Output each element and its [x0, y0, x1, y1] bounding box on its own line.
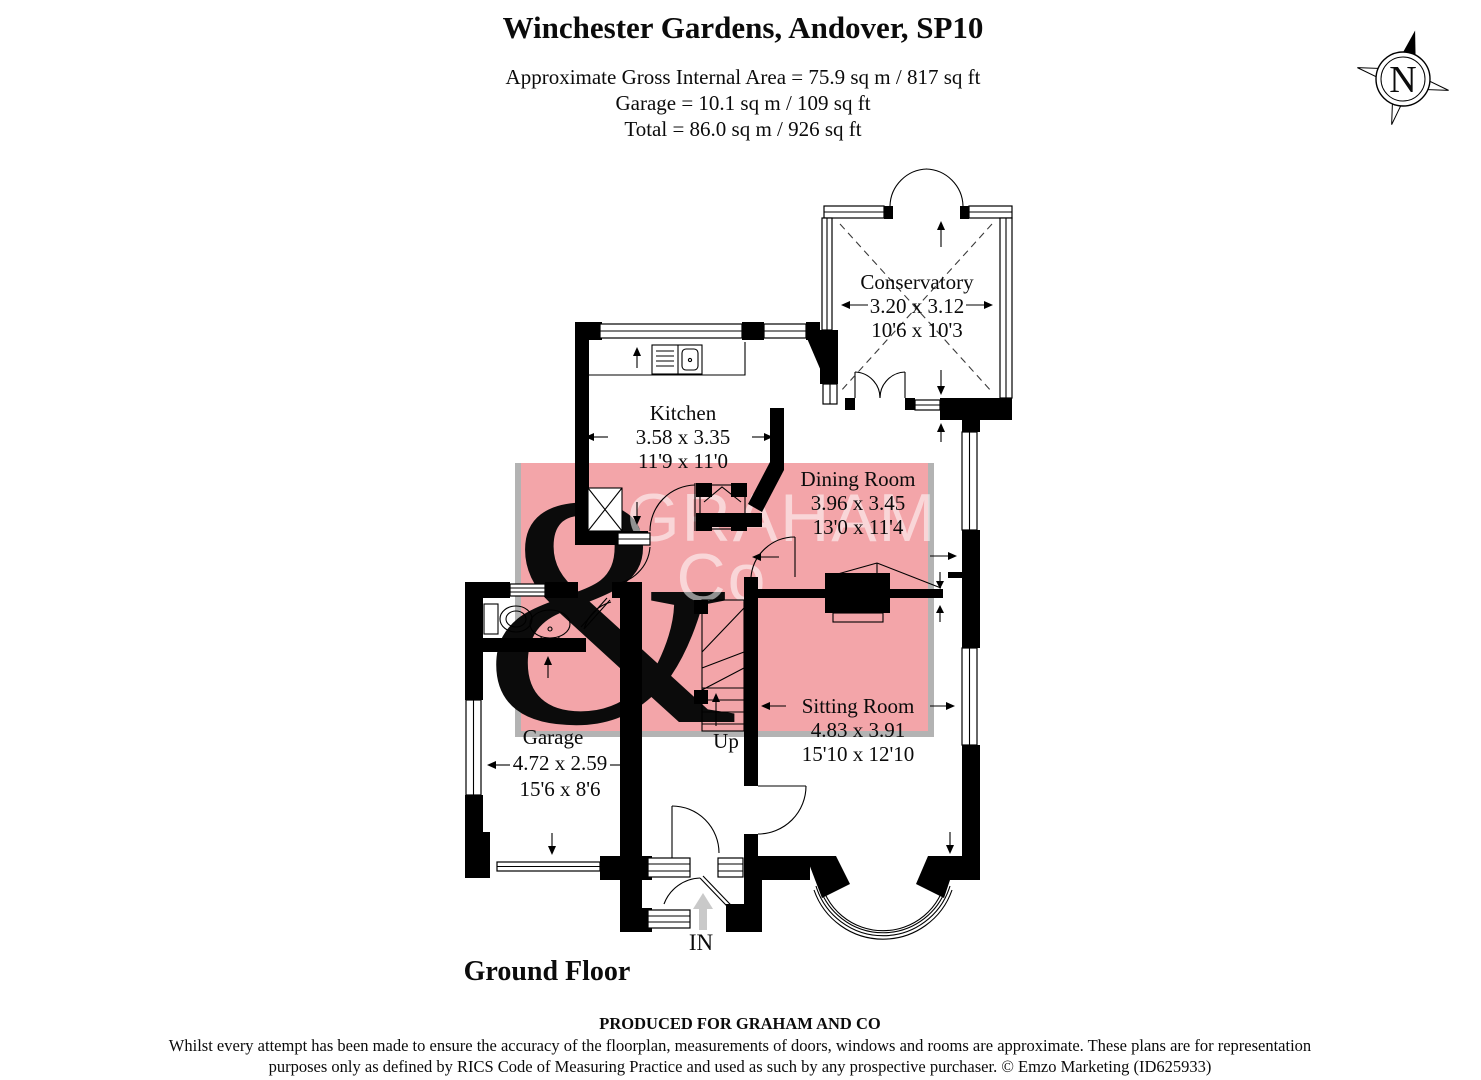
hearth — [832, 612, 884, 623]
kitchen-sink — [651, 344, 703, 375]
garage-label: Garage 4.72 x 2.59 15'6 x 8'6 — [513, 725, 608, 801]
kitchen-unit — [587, 487, 623, 532]
bay-window — [813, 877, 953, 940]
dining-room-label: Dining Room 3.96 x 3.45 13'0 x 11'4 — [801, 467, 916, 539]
room-imperial: 13'0 x 11'4 — [813, 515, 904, 539]
conservatory-french-doors — [889, 168, 964, 207]
entrance-arrow-icon — [693, 893, 713, 930]
basin — [529, 609, 571, 649]
area-summary-line: Approximate Gross Internal Area = 75.9 s… — [506, 65, 981, 89]
room-imperial: 11'9 x 11'0 — [638, 449, 728, 473]
footer-disclaimer-2: purposes only as defined by RICS Code of… — [269, 1057, 1212, 1076]
lobby-door — [611, 546, 651, 585]
kitchen-window-2 — [763, 323, 807, 339]
opening-beam-lines — [826, 562, 942, 589]
room-metric: 4.72 x 2.59 — [513, 751, 608, 775]
porch-window-bottom — [647, 909, 691, 929]
fixtures — [483, 223, 993, 732]
room-metric: 3.20 x 3.12 — [870, 294, 965, 318]
stairs-up-label: Up — [713, 729, 739, 753]
room-name: Garage — [523, 725, 584, 749]
total-area-line: Total = 86.0 sq m / 926 sq ft — [624, 117, 861, 141]
garage-area-line: Garage = 10.1 sq m / 109 sq ft — [615, 91, 870, 115]
lobby-window — [617, 532, 651, 546]
conservatory-glazing — [821, 205, 1013, 411]
toilet — [483, 603, 533, 635]
doors — [580, 168, 964, 929]
staircase — [701, 599, 745, 732]
footer-produced-for: PRODUCED FOR GRAHAM AND CO — [599, 1014, 881, 1033]
windows — [465, 205, 1013, 929]
footer-disclaimer-1: Whilst every attempt has been made to en… — [169, 1036, 1311, 1055]
page-title: Winchester Gardens, Andover, SP10 — [503, 10, 984, 45]
compass-north-letter: N — [1389, 59, 1416, 101]
room-metric: 3.96 x 3.45 — [811, 491, 906, 515]
room-name: Dining Room — [801, 467, 916, 491]
room-name: Sitting Room — [802, 694, 915, 718]
north-compass-icon: N — [1357, 30, 1449, 125]
conservatory-roof-lines — [839, 223, 993, 393]
kitchen-window — [599, 323, 743, 339]
sitting-room-door — [757, 785, 807, 835]
room-labels: Conservatory 3.20 x 3.12 10'6 x 10'3 Kit… — [464, 270, 974, 987]
room-imperial: 15'6 x 8'6 — [519, 777, 600, 801]
room-name: Kitchen — [650, 401, 717, 425]
walls — [465, 206, 1012, 932]
front-door — [663, 875, 752, 929]
inner-front-door — [671, 805, 720, 858]
porch-window-left — [647, 857, 691, 878]
kitchen-label: Kitchen 3.58 x 3.35 11'9 x 11'0 — [636, 401, 731, 473]
dining-door — [750, 536, 796, 578]
header: Winchester Gardens, Andover, SP10 Approx… — [503, 10, 984, 141]
floor-title: Ground Floor — [464, 956, 631, 987]
room-metric: 3.58 x 3.35 — [636, 425, 731, 449]
wc-window — [509, 583, 546, 597]
garage-side-window — [465, 699, 482, 796]
kitchen-door — [649, 483, 696, 532]
room-imperial: 10'6 x 10'3 — [871, 318, 963, 342]
conservatory-double-doors — [854, 371, 906, 399]
dining-window — [961, 431, 978, 531]
kitchen-counter — [589, 342, 746, 376]
dimension-arrows — [487, 221, 993, 855]
wc-door — [580, 597, 612, 630]
garage-door — [496, 861, 601, 872]
conservatory-label: Conservatory 3.20 x 3.12 10'6 x 10'3 — [860, 270, 974, 342]
room-metric: 4.83 x 3.91 — [811, 718, 906, 742]
room-imperial: 15'10 x 12'10 — [802, 742, 915, 766]
footer: PRODUCED FOR GRAHAM AND CO Whilst every … — [169, 1014, 1311, 1076]
entrance-in-label: IN — [689, 930, 714, 955]
sitting-room-label: Sitting Room 4.83 x 3.91 15'10 x 12'10 — [802, 694, 915, 766]
sitting-window — [961, 647, 978, 746]
room-name: Conservatory — [860, 270, 974, 294]
porch-window-right — [717, 857, 744, 878]
hall-cupboard — [699, 484, 746, 530]
watermark-word-graham: GRAHAM — [627, 480, 937, 556]
